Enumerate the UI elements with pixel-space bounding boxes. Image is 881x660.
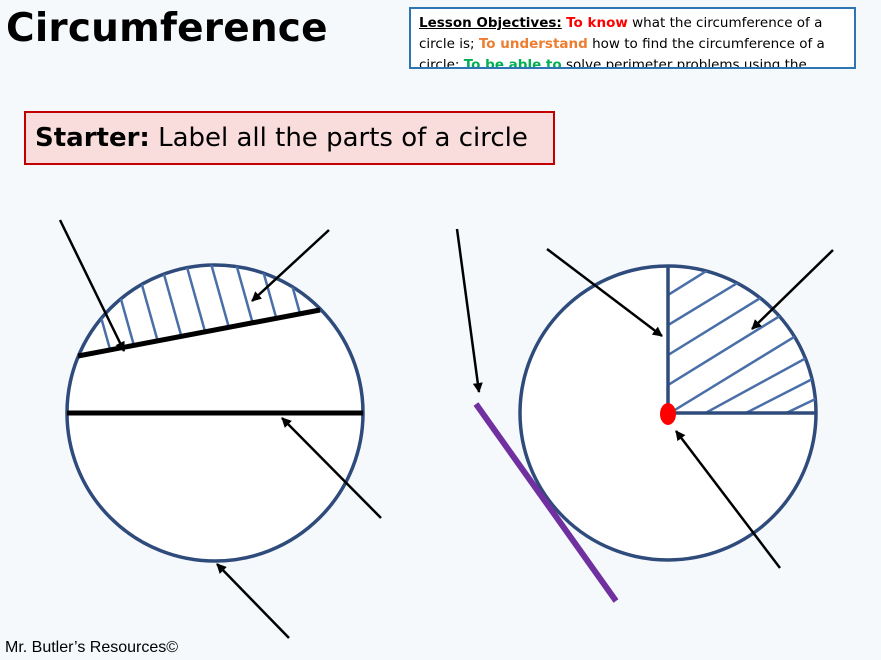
arrow-chord <box>58 219 126 352</box>
starter-label: Starter: <box>35 123 150 153</box>
objectives-label: Lesson Objectives: <box>419 15 562 31</box>
starter-text: Label all the parts of a circle <box>158 123 528 153</box>
objective-understand-text: how to find the circumference of a circl… <box>419 36 825 69</box>
objective-able-text: solve perimeter problems using the circu… <box>565 57 807 69</box>
arrow-radius <box>546 248 663 337</box>
arrow-sector <box>751 249 834 330</box>
arrow-circumference <box>216 563 290 639</box>
centre-dot <box>660 403 676 425</box>
objective-know-text: what the circumference of a circle is; <box>419 15 823 52</box>
arrow-tangent <box>455 228 483 393</box>
objective-understand: To understand <box>478 36 588 52</box>
right-circle-group <box>455 228 834 603</box>
tangent-line <box>473 402 619 603</box>
arrow-diameter <box>281 417 382 519</box>
objective-know: To know <box>566 15 628 31</box>
footer-credit: Mr. Butler’s Resources© <box>5 639 179 656</box>
page-title: Circumference <box>6 6 328 51</box>
arrow-centre <box>675 430 781 569</box>
left-circle-group <box>58 219 382 639</box>
lesson-objectives-box: Lesson Objectives: To know what the circ… <box>409 7 856 69</box>
objective-able: To be able to <box>463 57 562 69</box>
starter-box: Starter: Label all the parts of a circle <box>24 111 555 165</box>
arrow-segment <box>251 229 330 302</box>
